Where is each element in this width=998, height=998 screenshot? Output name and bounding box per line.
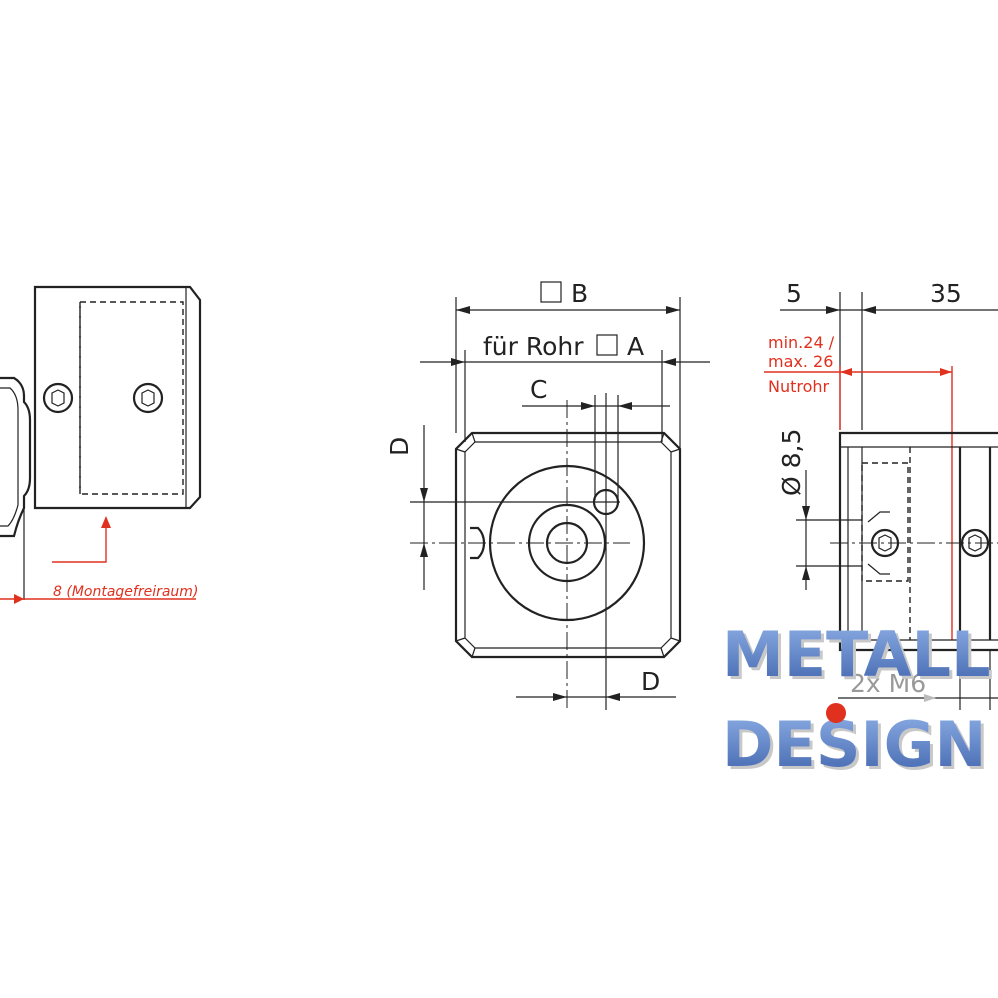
montage-label: 8 (Montagefreiraum) [53, 584, 198, 600]
max-label: max. 26 [768, 352, 833, 371]
square-symbol [596, 334, 618, 356]
dim-a-label: A [627, 332, 644, 361]
dim-d-left-label: D [385, 437, 414, 456]
svg-text:DESIGN: DESIGN [722, 708, 986, 781]
thread-label: 2x M6 [850, 669, 926, 698]
screw-icon [42, 382, 74, 414]
dim-b-label: B [571, 279, 588, 308]
nutrohr-label: Nutrohr [768, 377, 830, 396]
diameter-label: Ø 8,5 [777, 429, 806, 496]
fuer-rohr-label: für Rohr [483, 332, 584, 361]
min-label: min.24 / [768, 333, 835, 352]
right-section-view: 5 35 min.24 / max. 26 Nutrohr [764, 279, 998, 710]
svg-text:DESIGN: DESIGN [725, 711, 989, 784]
metall-design-logo: METALL METALL DESIGN DESIGN [722, 618, 994, 784]
dim-d-bottom-label: D [641, 667, 660, 696]
square-symbol [540, 281, 562, 303]
screw-icon [132, 382, 164, 414]
front-view: B für Rohr A C D D [385, 279, 710, 710]
svg-text:METALL: METALL [725, 621, 994, 694]
logo-dot-icon [826, 703, 846, 723]
dim-c-label: C [530, 375, 547, 404]
dim-35-label: 35 [930, 279, 962, 308]
dim-5-label: 5 [786, 279, 802, 308]
svg-text:METALL: METALL [722, 618, 991, 691]
left-side-view: 8 (Montagefreiraum) [0, 285, 202, 604]
